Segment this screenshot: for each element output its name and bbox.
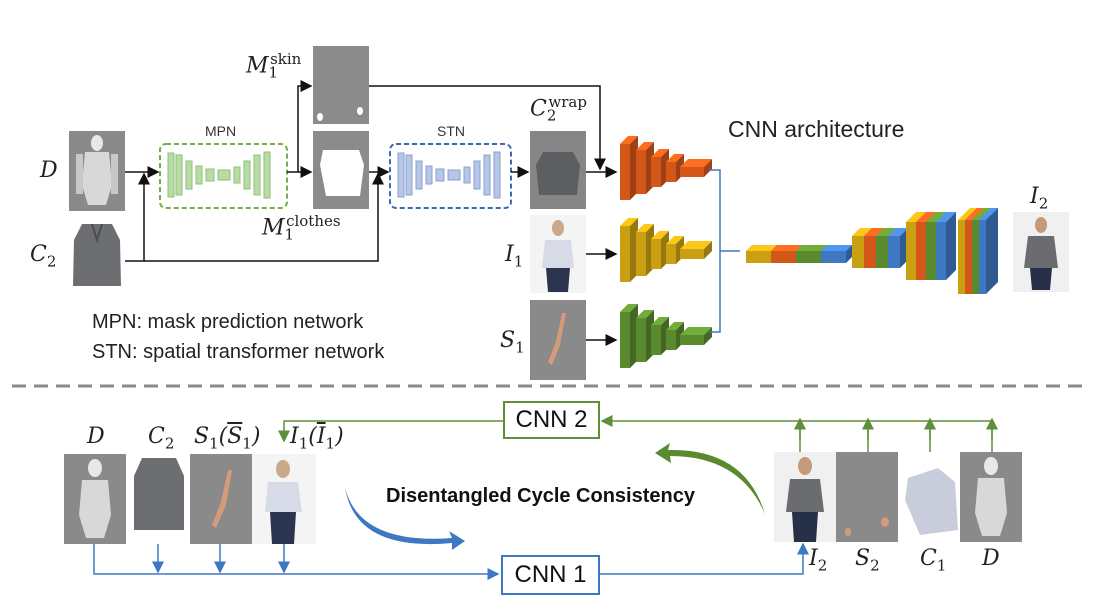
cycle-arrow-blue-icon (345, 488, 465, 550)
merge-bracket (709, 169, 740, 333)
cnn2-box: CNN 2 (503, 401, 600, 439)
cnn-stack-orange (620, 136, 712, 200)
cnn-stack-yellow-layer-4 (680, 241, 712, 259)
stn-box (389, 143, 512, 209)
person-image-i1 (530, 215, 586, 293)
bottom-right-densepose (960, 452, 1022, 542)
bottom-label-s2: S2 (855, 546, 880, 575)
cnn-architecture-title: CNN architecture (728, 116, 905, 142)
decoder-seg2-3 (888, 228, 908, 268)
bottom-label-i1: I1(I1) (290, 424, 344, 453)
decoder-network (746, 208, 998, 294)
bottom-left-skin (190, 454, 252, 544)
cnn-stack-green (620, 304, 712, 368)
bottom-label-s1: S1(S1) (194, 424, 261, 453)
label-mask-clothes: M1clothes (262, 212, 341, 244)
cycle-consistency-label: Disentangled Cycle Consistency (386, 485, 695, 507)
cnn-stack-yellow (620, 218, 712, 282)
cnn-stack-green-layer-4 (680, 327, 712, 345)
bottom-left-person (252, 454, 316, 544)
bottom-label-i2: I2 (809, 546, 828, 575)
cnn-stack-orange-layer-0 (620, 136, 638, 200)
cnn1-lines (93, 542, 809, 580)
bottom-label-c1: C1 (920, 546, 947, 575)
cnn2-lines (278, 415, 998, 452)
skin-image-s1 (530, 300, 586, 380)
legend-mpn: MPN: mask prediction network (92, 311, 364, 333)
bottom-right-person (774, 452, 836, 542)
bottom-left-clothing (128, 454, 190, 544)
label-mask-skin: M1skin (246, 50, 302, 82)
mpn-label: MPN (205, 123, 237, 139)
output-image-i2 (1013, 212, 1069, 292)
bottom-right-skin (836, 452, 898, 542)
stn-label: STN (437, 123, 465, 139)
decoder-seg3-3 (936, 212, 956, 280)
label-c2: C2 (30, 242, 57, 271)
bottom-right-clothing (898, 452, 960, 542)
cnn-stack-yellow-layer-0 (620, 218, 638, 282)
stn-network (397, 151, 501, 199)
bottom-label-d-right: D (982, 546, 1000, 571)
cnn-stack-green-layer-0 (620, 304, 638, 368)
bottom-left-densepose (64, 454, 126, 544)
cnn1-box: CNN 1 (501, 555, 600, 595)
top-arrows (125, 80, 618, 346)
label-d: D (40, 158, 58, 183)
decoder-seg4-3 (979, 208, 998, 294)
legend-stn: STN: spatial transformer network (92, 341, 385, 363)
decoder-seg1-3 (821, 245, 852, 263)
label-i2-output: I2 (1030, 184, 1049, 213)
mpn-network (167, 151, 271, 199)
label-s1: S1 (500, 328, 525, 357)
densepose-image-d (69, 131, 125, 211)
cnn-stack-orange-layer-4 (680, 159, 712, 177)
bottom-label-d: D (87, 424, 105, 449)
cycle-arrow-green-icon (655, 443, 765, 514)
clothing-image-c2 (69, 221, 125, 291)
bottom-label-c2: C2 (148, 424, 175, 453)
label-i1: I1 (505, 242, 524, 271)
label-warp: C2wrap (530, 93, 587, 125)
mpn-box (159, 143, 288, 209)
